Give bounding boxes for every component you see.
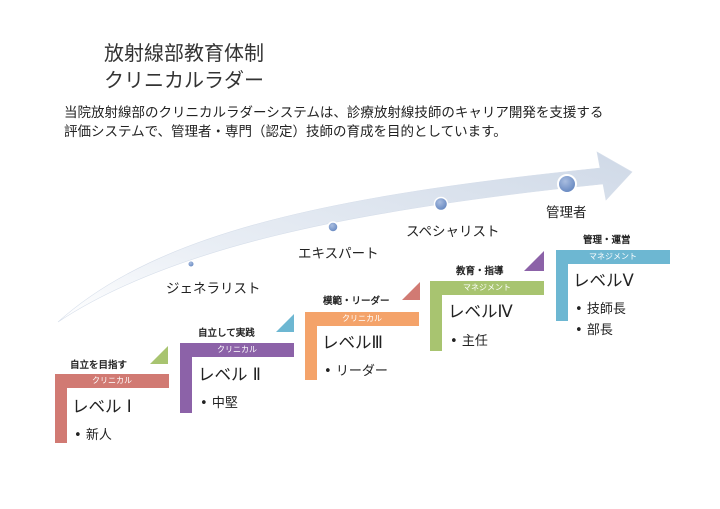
step-5-goal: 管理・運営	[583, 235, 631, 246]
step-5-level: レベルⅤ	[573, 271, 634, 290]
role-specialist: スペシャリスト	[406, 224, 500, 240]
step-4-level: レベルⅣ	[448, 302, 513, 321]
step-1-triangle	[150, 346, 168, 364]
milestone-dot-4	[557, 174, 577, 194]
intro-line-1: 当院放射線部のクリニカルラダーシステムは、診療放射線技師のキャリア開発を支援する	[64, 105, 604, 121]
role-expert: エキスパート	[298, 246, 379, 262]
milestone-dot-2	[327, 221, 339, 233]
milestone-dot-3	[433, 196, 449, 212]
step-4-tag: マネジメント	[430, 281, 544, 295]
career-arrow	[57, 151, 633, 323]
step-2-tag: クリニカル	[180, 343, 294, 357]
step-3-bar-vertical	[305, 312, 317, 380]
page-title: 放射線部教育体制 クリニカルラダー	[84, 40, 284, 94]
step-1-goal: 自立を目指す	[70, 360, 128, 371]
step-3-goal: 模範・リーダー	[323, 296, 390, 307]
step-5-item-1: • 技師長	[575, 302, 626, 317]
step-2-level: レベル Ⅱ	[198, 365, 261, 384]
step-3-item-1: • リーダー	[324, 364, 388, 379]
milestone-dot-1	[187, 260, 195, 268]
step-3-level: レベルⅢ	[322, 333, 383, 352]
step-2-triangle	[276, 314, 294, 332]
title-line-1: 放射線部教育体制	[104, 41, 264, 65]
intro-text: 当院放射線部のクリニカルラダーシステムは、診療放射線技師のキャリア開発を支援する…	[64, 104, 664, 142]
step-2-item-1: • 中堅	[200, 396, 238, 411]
step-5-tag: マネジメント	[556, 250, 670, 264]
step-4-triangle	[524, 251, 544, 271]
step-5-bar-vertical	[556, 250, 568, 321]
step-1-level: レベル Ⅰ	[72, 397, 132, 416]
role-generalist: ジェネラリスト	[166, 281, 261, 297]
step-4-goal: 教育・指導	[456, 266, 504, 277]
step-1-item-1: • 新人	[74, 428, 112, 443]
intro-line-2: 評価システムで、管理者・専門（認定）技師の育成を目的としています。	[64, 124, 507, 140]
step-1-tag: クリニカル	[55, 374, 169, 388]
step-4-item-1: • 主任	[450, 334, 488, 349]
title-line-2: クリニカルラダー	[104, 68, 264, 92]
step-5-item-2: • 部長	[575, 323, 613, 338]
step-2-goal: 自立して実践	[198, 328, 255, 339]
step-1-bar-vertical	[55, 374, 67, 443]
step-4-bar-vertical	[430, 281, 442, 351]
step-2-bar-vertical	[180, 343, 192, 413]
step-3-triangle	[402, 282, 420, 300]
role-manager: 管理者	[546, 205, 587, 221]
step-3-tag: クリニカル	[305, 312, 419, 326]
